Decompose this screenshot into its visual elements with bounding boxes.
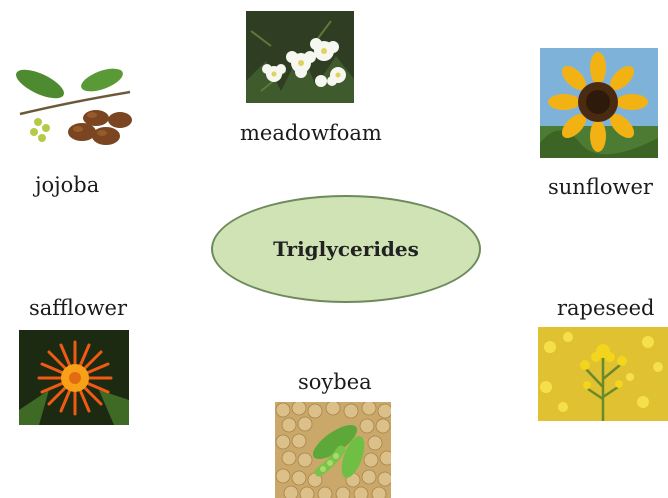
rapeseed-photo [538,327,668,421]
sunflower-label: sunflower [548,175,653,199]
rapeseed-label: rapeseed [557,296,655,320]
jojoba-label: jojoba [35,173,99,197]
triglycerides-label: Triglycerides [273,237,419,261]
sunflower-photo [540,48,658,158]
meadowfoam-photo [246,11,354,103]
jojoba-photo [10,62,136,155]
soybean-photo [275,402,391,498]
triglycerides-node: Triglycerides [211,195,481,303]
safflower-photo [19,330,129,425]
safflower-label: safflower [29,296,127,320]
soybean-label: soybea [298,370,372,394]
meadowfoam-label: meadowfoam [240,121,382,145]
